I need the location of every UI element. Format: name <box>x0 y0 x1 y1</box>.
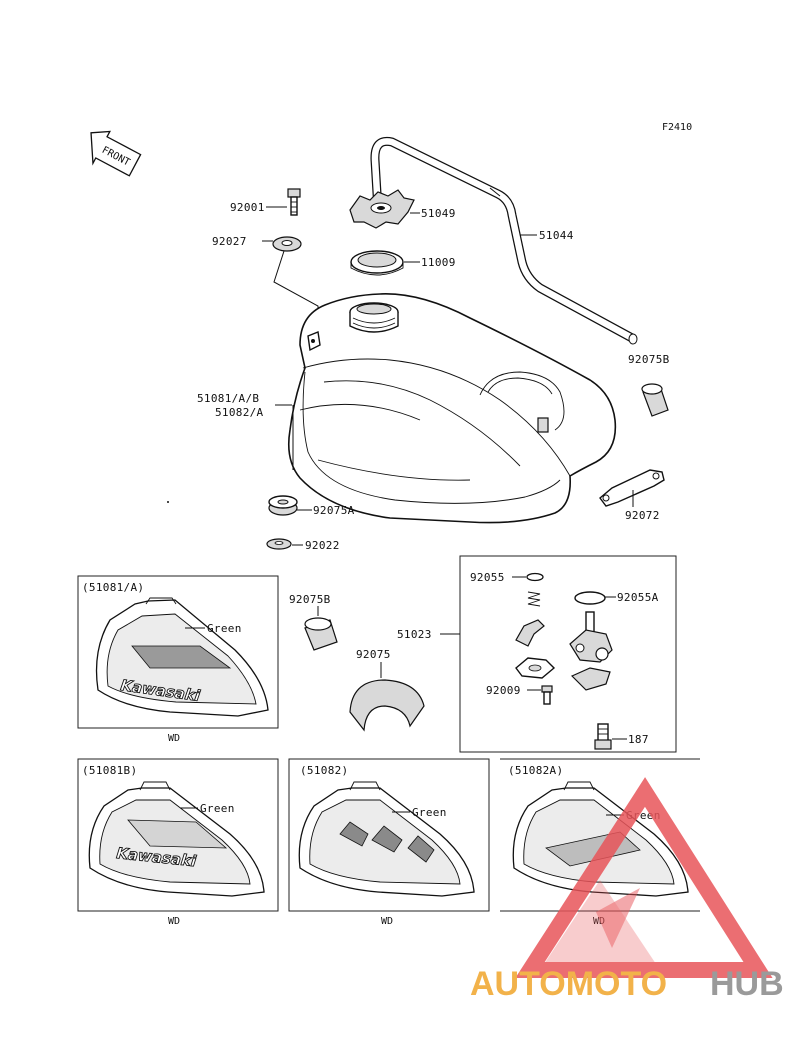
cushion-92075b-top <box>641 383 669 417</box>
callout-11009: 11009 <box>421 256 456 269</box>
variant-box-51082: (51082) Green WD <box>288 758 490 927</box>
variant-box-51082a: (51082A) Green WD <box>500 758 700 927</box>
callout-187: 187 <box>628 733 649 746</box>
cushion-92075 <box>349 679 425 732</box>
variant-note: WD <box>593 916 605 927</box>
figure-code: F2410 <box>662 122 692 133</box>
callout-92001: 92001 <box>230 201 265 214</box>
automotohub-watermark-logo <box>515 777 773 978</box>
callout-51082-a: 51082/A <box>215 406 264 419</box>
plate-part <box>515 657 556 679</box>
washer-92027 <box>272 236 302 252</box>
stripe-label: Green <box>207 622 242 635</box>
band-92072 <box>599 469 665 507</box>
screw-92009 <box>541 685 553 705</box>
callout-92009: 92009 <box>486 684 521 697</box>
variant-code: (51082A) <box>508 764 563 777</box>
callout-92075b-mid: 92075B <box>289 593 331 606</box>
fuel-cock-body <box>569 611 613 691</box>
fuel-cock-box <box>459 555 677 753</box>
variant-note: WD <box>381 916 393 927</box>
callout-51049: 51049 <box>421 207 456 220</box>
callout-51081-a-b: 51081/A/B <box>197 392 259 405</box>
cushion-92075a <box>268 495 298 516</box>
bolt-92001 <box>287 188 301 216</box>
stripe-label: Green <box>412 806 447 819</box>
callout-92055a: 92055A <box>617 591 659 604</box>
fuel-cap-51049 <box>349 189 415 229</box>
cushion-92075b-mid <box>304 617 338 651</box>
callout-92055: 92055 <box>470 571 505 584</box>
spring-icon <box>527 591 541 607</box>
callout-51044: 51044 <box>539 229 574 242</box>
variant-code: (51082) <box>300 764 348 777</box>
stripe-label: Green <box>200 802 235 815</box>
lever-part <box>515 619 545 647</box>
fuel-tank <box>287 293 617 524</box>
watermark-text-hub: HUB <box>710 965 784 1003</box>
washer-92022 <box>266 538 292 550</box>
callout-92075b-top: 92075B <box>628 353 670 366</box>
callout-92072: 92072 <box>625 509 660 522</box>
callout-92022: 92022 <box>305 539 340 552</box>
gasket-11009 <box>350 250 404 276</box>
front-arrow-icon: FRONT <box>90 130 142 177</box>
callout-51023: 51023 <box>397 628 432 641</box>
callout-92027: 92027 <box>212 235 247 248</box>
vent-hose <box>370 136 638 345</box>
variant-note: WD <box>168 733 180 744</box>
variant-box-51081-a: (51081/A) Kawasaki Green WD <box>77 575 279 744</box>
o-ring-92055 <box>526 572 544 582</box>
variant-note: WD <box>168 916 180 927</box>
bolt-187 <box>594 723 612 750</box>
watermark-text-automoto: AUTOMOTO <box>470 965 667 1003</box>
variant-box-51081b: (51081B) Kawasaki Green WD <box>77 758 279 927</box>
variant-code: (51081B) <box>82 764 137 777</box>
callout-92075a: 92075A <box>313 504 355 517</box>
o-ring-92055a <box>574 591 606 605</box>
variant-code: (51081/A) <box>82 581 144 594</box>
callout-92075: 92075 <box>356 648 391 661</box>
